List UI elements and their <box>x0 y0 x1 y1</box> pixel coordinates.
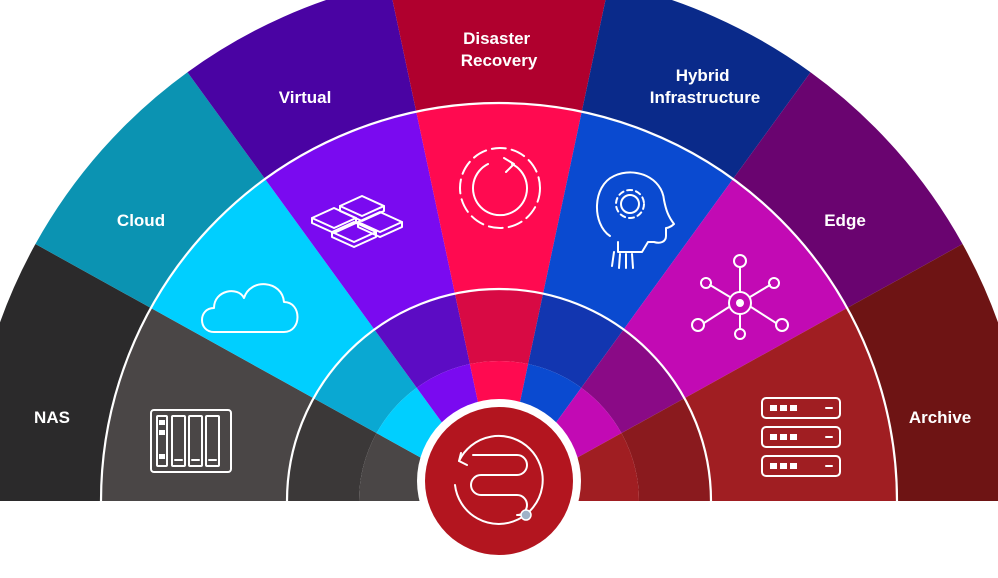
label-disaster-recovery: Disaster Recovery <box>461 29 538 70</box>
label-hybrid-line2: Infrastructure <box>650 88 761 107</box>
wedge-edge-outer <box>732 72 963 309</box>
label-cloud: Cloud <box>117 211 165 230</box>
wedge-cloud-inner <box>313 329 417 434</box>
label-disaster-recovery-line2: Recovery <box>461 51 538 70</box>
wedge-edge-inner <box>581 329 685 434</box>
wedge-archive-outer <box>847 244 998 501</box>
segment-labels: NAS Cloud Virtual Disaster Recovery Hybr… <box>34 29 971 427</box>
label-disaster-recovery-line1: Disaster <box>463 29 530 48</box>
wedge-cloud-middle <box>150 179 375 399</box>
label-nas: NAS <box>34 408 70 427</box>
wedge-hybrid-infrastructure-inner <box>528 293 624 388</box>
wedge-archive-inner <box>621 398 711 501</box>
wedge-edge-middle <box>623 179 848 399</box>
edge-network-icon <box>691 254 789 340</box>
wedge-hybrid-infrastructure-outer <box>581 0 811 180</box>
center-hub-disc <box>425 407 573 555</box>
center-hub <box>417 399 581 563</box>
wedge-disaster-recovery-outer <box>392 0 606 112</box>
ring-divider-lines <box>99 101 899 502</box>
wedge-hybrid-infrastructure-middle <box>543 111 733 330</box>
wedge-nas-middle <box>101 308 314 501</box>
label-edge: Edge <box>824 211 866 230</box>
wedge-disaster-recovery-middle <box>416 103 582 294</box>
nas-device-icon <box>150 409 232 473</box>
label-hybrid-infrastructure: Hybrid Infrastructure <box>650 66 761 107</box>
outer-ring <box>0 0 998 501</box>
wedge-disaster-recovery-inner <box>454 289 544 365</box>
wedge-virtual-inner <box>374 293 470 388</box>
wedge-nas-inner <box>287 398 377 501</box>
data-flow-logo-icon <box>454 434 544 525</box>
wedge-nas-outer <box>0 244 151 501</box>
recovery-cycle-icon <box>459 147 541 229</box>
server-stack-icon <box>761 397 841 477</box>
middle-ring <box>101 103 897 501</box>
virtual-tiles-icon <box>311 195 403 248</box>
segment-icons <box>150 147 841 477</box>
ai-head-icon <box>596 171 675 269</box>
wedge-cloud-outer <box>35 72 266 309</box>
inner-ring-divider <box>285 287 713 502</box>
inner-ring <box>287 289 711 501</box>
wedge-archive-middle <box>684 308 897 501</box>
middle-ring-divider <box>99 101 899 502</box>
label-hybrid-line1: Hybrid <box>676 66 730 85</box>
label-archive: Archive <box>909 408 971 427</box>
wedge-virtual-outer <box>187 0 417 180</box>
cloud-icon <box>201 283 299 333</box>
label-virtual: Virtual <box>279 88 332 107</box>
